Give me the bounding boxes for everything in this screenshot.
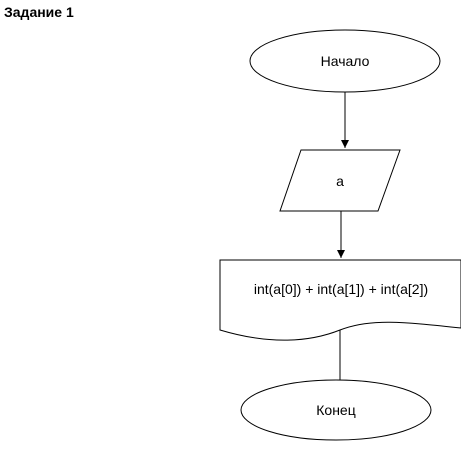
input-parallelogram <box>279 149 401 212</box>
process-node: int(a[0]) + int(a[1]) + int(a[2]) <box>219 259 461 341</box>
end-ellipse <box>240 379 432 441</box>
input-node: a <box>279 149 401 212</box>
end-label: Конец <box>316 402 355 418</box>
start-node: Начало <box>249 29 441 93</box>
process-document-shape <box>219 259 461 341</box>
input-label: a <box>336 173 344 189</box>
task-title: Задание 1 <box>4 4 74 20</box>
process-label: int(a[0]) + int(a[1]) + int(a[2]) <box>254 281 428 297</box>
end-node: Конец <box>240 379 432 441</box>
start-label: Начало <box>321 53 370 69</box>
